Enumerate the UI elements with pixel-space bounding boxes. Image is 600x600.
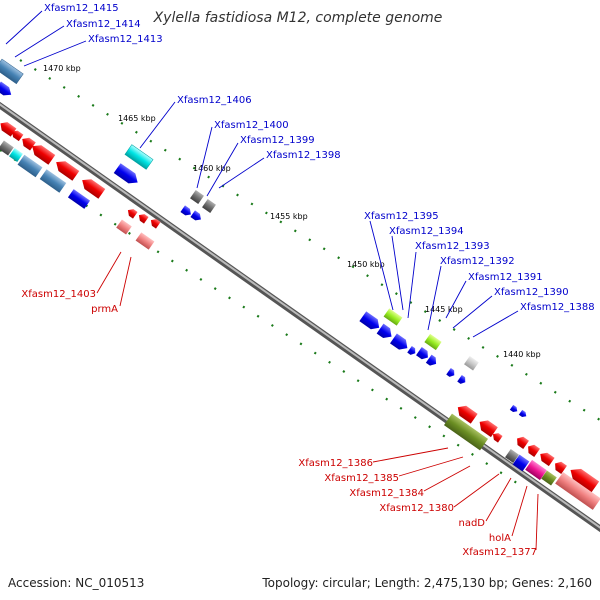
reverse-gene-labels: Xfasm12_1403 prmA Xfasm12_1386 Xfasm12_1… [21, 289, 537, 558]
gene-red-14 [555, 461, 567, 474]
gene-hola [525, 459, 547, 481]
label-xfasm12-1398: Xfasm12_1398 [266, 150, 341, 161]
gene-xfasm12-1403 [116, 219, 132, 235]
label-xfasm12-1388: Xfasm12_1388 [520, 302, 595, 313]
gene-xfasm12-1384 [492, 433, 503, 443]
label-xfasm12-1377: Xfasm12_1377 [462, 547, 537, 558]
gene-xfasm12-1415 [0, 58, 24, 85]
gene-xfasm12-1377 [555, 472, 600, 510]
label-nadd: nadD [458, 518, 485, 529]
gene-red-10 [457, 405, 478, 424]
gene-xfasm12-1388 [457, 375, 466, 384]
gene-xfasm12-1406 [124, 144, 154, 170]
gene-blue-8 [518, 409, 527, 418]
gene-xfasm12-1395 [383, 308, 403, 326]
gene-red-11 [517, 436, 529, 449]
gene-xfasm12-1391 [416, 347, 428, 360]
gene-blue-3 [359, 311, 380, 330]
label-xfasm12-1413: Xfasm12_1413 [88, 34, 163, 45]
label-xfasm12-1385: Xfasm12_1385 [324, 473, 399, 484]
label-xfasm12-1393: Xfasm12_1393 [415, 241, 490, 252]
gene-blue-9 [67, 189, 91, 209]
gene-xfasm12-1399 [202, 199, 216, 213]
forward-callout-lines [5, 10, 519, 338]
gene-steel-3 [39, 169, 67, 193]
label-xfasm12-1380: Xfasm12_1380 [379, 503, 454, 514]
gene-steel-2 [17, 154, 43, 178]
gene-blue-1 [113, 163, 138, 184]
gene-xfasm12-1398 [190, 210, 201, 221]
gene-blue-6 [446, 368, 455, 377]
label-xfasm12-1406: Xfasm12_1406 [177, 95, 252, 106]
gene-xfasm12-1386 [479, 420, 498, 438]
gene-red-9 [150, 219, 161, 229]
gene-red-12 [528, 444, 540, 457]
gene-xfasm12-1413 [0, 81, 12, 96]
scale-label-1470: 1470 kbp [43, 64, 81, 73]
forward-strand-genes [0, 58, 527, 418]
gene-xfasm12-1393 [390, 333, 408, 350]
gene-red-6 [82, 179, 106, 199]
label-xfasm12-1384: Xfasm12_1384 [349, 488, 424, 499]
label-xfasm12-1415: Xfasm12_1415 [44, 3, 119, 14]
scale-labels: 1470 kbp 1465 kbp 1460 kbp 1455 kbp 1450… [43, 64, 541, 359]
gene-xfasm12-1390 [464, 356, 479, 371]
scale-label-1460: 1460 kbp [193, 164, 231, 173]
scale-tick-row-inner [0, 149, 521, 486]
label-xfasm12-1391: Xfasm12_1391 [468, 272, 543, 283]
label-prma: prmA [91, 304, 118, 315]
gene-red-8 [138, 214, 149, 224]
label-xfasm12-1394: Xfasm12_1394 [389, 226, 464, 237]
topology-text: Topology: circular; Length: 2,475,130 bp… [261, 576, 592, 590]
scale-label-1465: 1465 kbp [118, 114, 156, 123]
label-xfasm12-1400: Xfasm12_1400 [214, 120, 289, 131]
scale-label-1455: 1455 kbp [270, 212, 308, 221]
scale-tick-row-outer [19, 59, 600, 421]
label-xfasm12-1390: Xfasm12_1390 [494, 287, 569, 298]
gene-xfasm12-1394 [376, 323, 392, 339]
forward-gene-labels: Xfasm12_1415 Xfasm12_1414 Xfasm12_1413 X… [44, 3, 595, 313]
gene-red-5 [56, 161, 80, 181]
gene-blue-5 [425, 354, 437, 366]
accession-text: Accession: NC_010513 [8, 576, 144, 590]
gene-red-7 [127, 209, 138, 219]
scale-label-1445: 1445 kbp [425, 305, 463, 314]
gene-cyan-2 [9, 148, 23, 162]
gene-red-15 [570, 468, 600, 493]
scale-ticks [0, 59, 600, 486]
gene-xfasm12-1380 [505, 449, 519, 463]
scale-label-1440: 1440 kbp [503, 350, 541, 359]
gene-gray-1 [0, 140, 14, 156]
gene-blue-2 [180, 205, 191, 216]
label-xfasm12-1395: Xfasm12_1395 [364, 211, 439, 222]
reverse-callout-lines [96, 251, 539, 551]
label-xfasm12-1386: Xfasm12_1386 [298, 458, 373, 469]
gene-red-4 [32, 145, 56, 165]
gene-blue-4 [407, 346, 416, 355]
gene-xfasm12-1400 [190, 190, 204, 204]
label-xfasm12-1414: Xfasm12_1414 [66, 19, 141, 30]
label-hola: holA [489, 533, 511, 544]
label-xfasm12-1403: Xfasm12_1403 [21, 289, 96, 300]
gene-olive-2 [541, 470, 557, 486]
gene-nadd [512, 454, 530, 472]
reverse-strand-genes [0, 122, 600, 510]
genome-backbone [0, 101, 600, 533]
scale-label-1450: 1450 kbp [347, 260, 385, 269]
gene-red-13 [540, 452, 555, 467]
gene-red-3 [22, 137, 36, 151]
label-xfasm12-1399: Xfasm12_1399 [240, 135, 315, 146]
gene-prma [135, 232, 155, 250]
gene-xfasm12-1392 [424, 333, 442, 351]
map-title: Xylella fastidiosa M12, complete genome [153, 10, 443, 26]
gene-blue-7 [509, 404, 518, 413]
gene-red-2 [12, 130, 24, 142]
label-xfasm12-1392: Xfasm12_1392 [440, 256, 515, 267]
gene-xfasm12-1385 [443, 413, 489, 451]
